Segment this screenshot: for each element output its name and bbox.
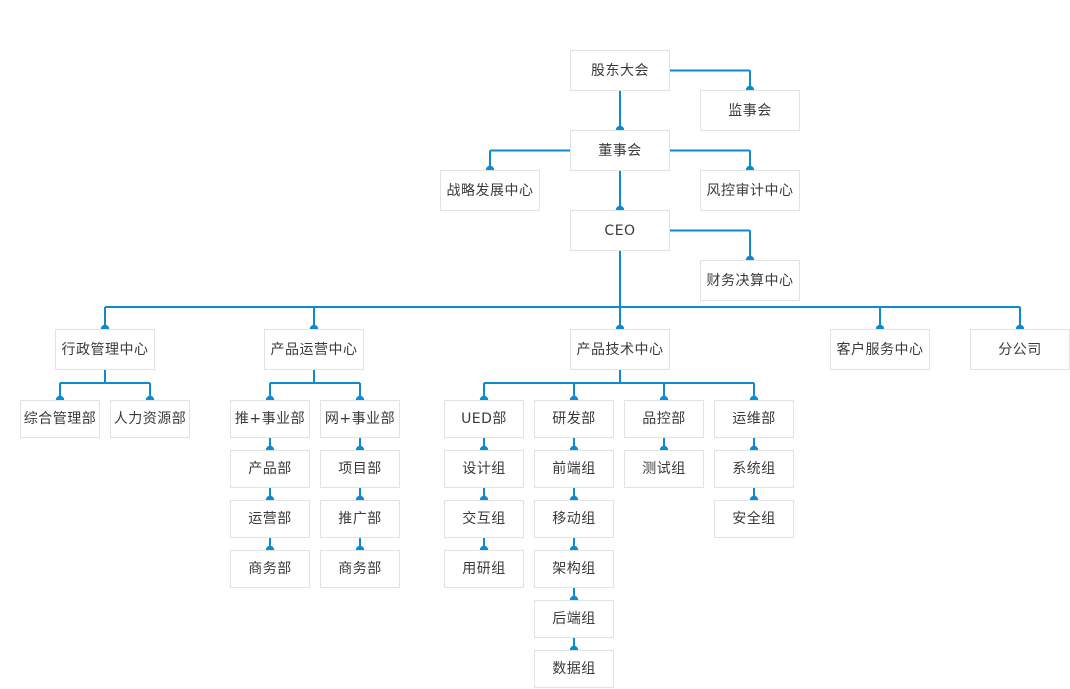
org-node-后端组[interactable]: 后端组 (534, 600, 614, 638)
org-node-运维部[interactable]: 运维部 (714, 400, 794, 438)
org-node-项目部[interactable]: 项目部 (320, 450, 400, 488)
org-node-架构组[interactable]: 架构组 (534, 550, 614, 588)
org-node-label: 数据组 (552, 661, 596, 677)
org-node-运营部[interactable]: 运营部 (230, 500, 310, 538)
org-node-label: 行政管理中心 (61, 341, 149, 358)
org-node-label: 项目部 (338, 461, 382, 477)
org-node-设计组[interactable]: 设计组 (444, 450, 524, 488)
org-node-分公司[interactable]: 分公司 (970, 329, 1070, 370)
org-node-label: 用研组 (462, 561, 506, 577)
org-node-label: 系统组 (732, 461, 776, 477)
org-node-人力资源部[interactable]: 人力资源部 (110, 400, 190, 438)
org-node-移动组[interactable]: 移动组 (534, 500, 614, 538)
org-node-label: 测试组 (642, 461, 686, 477)
org-node-label: 商务部 (338, 561, 382, 577)
org-node-安全组[interactable]: 安全组 (714, 500, 794, 538)
org-node-label: 风控审计中心 (706, 182, 794, 199)
org-node-用研组[interactable]: 用研组 (444, 550, 524, 588)
org-node-label: 交互组 (462, 511, 506, 527)
org-node-推广部[interactable]: 推广部 (320, 500, 400, 538)
org-node-产品部[interactable]: 产品部 (230, 450, 310, 488)
org-node-label: CEO (604, 222, 636, 239)
org-node-label: 分公司 (998, 341, 1042, 358)
org-node-label: 产品部 (248, 461, 292, 477)
org-node-label: 研发部 (552, 411, 596, 427)
org-node-战略发展中心[interactable]: 战略发展中心 (440, 170, 540, 211)
org-node-label: 移动组 (552, 511, 596, 527)
org-node-label: 人力资源部 (113, 411, 187, 427)
org-node-ued部[interactable]: UED部 (444, 400, 524, 438)
org-node-系统组[interactable]: 系统组 (714, 450, 794, 488)
org-node-label: 财务决算中心 (706, 272, 794, 289)
org-node-label: 客户服务中心 (836, 341, 924, 358)
org-node-客户服务中心[interactable]: 客户服务中心 (830, 329, 930, 370)
org-node-label: 运维部 (732, 411, 776, 427)
org-node-测试组[interactable]: 测试组 (624, 450, 704, 488)
org-node-label: 网+事业部 (324, 411, 396, 427)
org-node-ceo[interactable]: CEO (570, 210, 670, 251)
org-node-label: 运营部 (248, 511, 292, 527)
org-node-品控部[interactable]: 品控部 (624, 400, 704, 438)
org-node-研发部[interactable]: 研发部 (534, 400, 614, 438)
org-node-label: 推+事业部 (234, 411, 306, 427)
org-node-label: 商务部 (248, 561, 292, 577)
org-node-label: 产品运营中心 (270, 341, 358, 358)
org-node-label: 品控部 (642, 411, 686, 427)
org-node-交互组[interactable]: 交互组 (444, 500, 524, 538)
org-node-行政管理中心[interactable]: 行政管理中心 (55, 329, 155, 370)
org-node-财务决算中心[interactable]: 财务决算中心 (700, 260, 800, 301)
org-node-综合管理部[interactable]: 综合管理部 (20, 400, 100, 438)
org-node-风控审计中心[interactable]: 风控审计中心 (700, 170, 800, 211)
org-node-label: 战略发展中心 (446, 182, 534, 199)
org-node-股东大会[interactable]: 股东大会 (570, 50, 670, 91)
org-node-label: 架构组 (552, 561, 596, 577)
org-node-推+事业部[interactable]: 推+事业部 (230, 400, 310, 438)
org-node-label: 综合管理部 (23, 411, 97, 427)
org-node-董事会[interactable]: 董事会 (570, 130, 670, 171)
org-node-label: 产品技术中心 (576, 341, 664, 358)
org-node-产品运营中心[interactable]: 产品运营中心 (264, 329, 364, 370)
org-node-前端组[interactable]: 前端组 (534, 450, 614, 488)
org-node-网+事业部[interactable]: 网+事业部 (320, 400, 400, 438)
org-node-label: UED部 (461, 411, 507, 427)
org-node-产品技术中心[interactable]: 产品技术中心 (570, 329, 670, 370)
org-node-label: 监事会 (728, 102, 772, 119)
org-node-label: 股东大会 (591, 62, 649, 79)
org-node-数据组[interactable]: 数据组 (534, 650, 614, 688)
org-node-label: 董事会 (598, 142, 642, 159)
org-node-商务部[interactable]: 商务部 (230, 550, 310, 588)
org-node-label: 安全组 (732, 511, 776, 527)
org-node-label: 后端组 (552, 611, 596, 627)
org-node-label: 前端组 (552, 461, 596, 477)
org-node-label: 设计组 (462, 461, 506, 477)
org-node-label: 推广部 (338, 511, 382, 527)
org-node-商务部[interactable]: 商务部 (320, 550, 400, 588)
org-node-监事会[interactable]: 监事会 (700, 90, 800, 131)
